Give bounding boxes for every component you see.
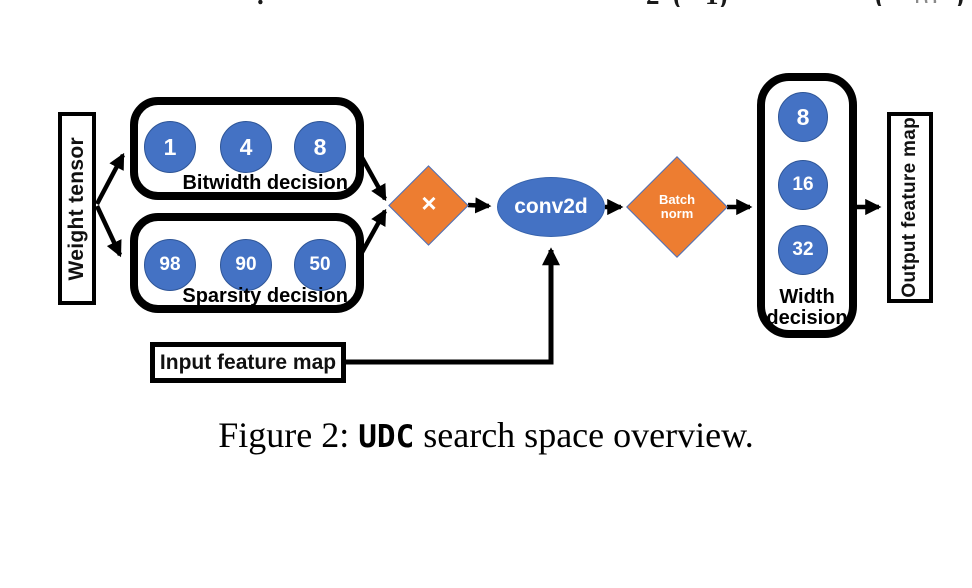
weight-tensor-label: Weight tensor	[65, 136, 88, 281]
equation-fragment-one-close: 1)	[705, 0, 753, 7]
figure-caption: Figure 2: UDC search space overview.	[0, 414, 972, 456]
width-option-8: 8	[778, 92, 828, 142]
weight-tensor-box: Weight tensor	[58, 112, 96, 305]
bitwidth-option-8-label: 8	[313, 133, 327, 160]
equation-fragment-open-paren: (	[673, 0, 689, 7]
caption-prefix: Figure 2:	[218, 415, 359, 455]
bitwidth-decision-label: Bitwidth decision	[182, 172, 348, 194]
width-option-32: 32	[778, 225, 828, 275]
equation-number-digits: 16	[910, 0, 942, 3]
sparsity-decision-label: Sparsity decision	[182, 285, 348, 307]
equation-fragment-2: 2	[646, 0, 666, 7]
width-option-8-label: 8	[796, 103, 810, 130]
width-option-16-label: 16	[792, 174, 814, 195]
bitwidth-option-1: 1	[144, 121, 196, 173]
output-feature-map-label: Output feature map	[899, 117, 920, 298]
input-feature-map-box: Input feature map	[150, 342, 346, 383]
equation-number-open-paren: (	[875, 0, 891, 6]
equation-fragment-dot: .	[257, 0, 271, 6]
width-option-16: 16	[778, 160, 828, 210]
width-option-32-label: 32	[792, 239, 814, 260]
sparsity-option-90-label: 90	[235, 254, 257, 275]
sparsity-option-50-label: 50	[309, 254, 331, 275]
width-decision-label: Width decision	[766, 286, 848, 329]
output-feature-map-box: Output feature map	[887, 112, 933, 303]
caption-suffix: search space overview.	[414, 415, 754, 455]
conv2d-node: conv2d	[497, 177, 605, 237]
bitwidth-option-8: 8	[294, 121, 346, 173]
input-feature-map-label: Input feature map	[159, 350, 337, 374]
multiply-symbol: ×	[421, 188, 437, 218]
caption-code-udc: UDC	[358, 419, 415, 455]
sparsity-option-50: 50	[294, 239, 346, 291]
bitwidth-option-1-label: 1	[163, 133, 177, 160]
bitwidth-option-4-label: 4	[239, 133, 253, 160]
conv2d-label: conv2d	[514, 195, 588, 218]
batch-norm-label: Batch norm	[658, 192, 696, 222]
sparsity-option-90: 90	[220, 239, 272, 291]
sparsity-option-98-label: 98	[159, 254, 181, 275]
sparsity-option-98: 98	[144, 239, 196, 291]
bitwidth-option-4: 4	[220, 121, 272, 173]
equation-number-close-paren: )	[955, 0, 971, 6]
